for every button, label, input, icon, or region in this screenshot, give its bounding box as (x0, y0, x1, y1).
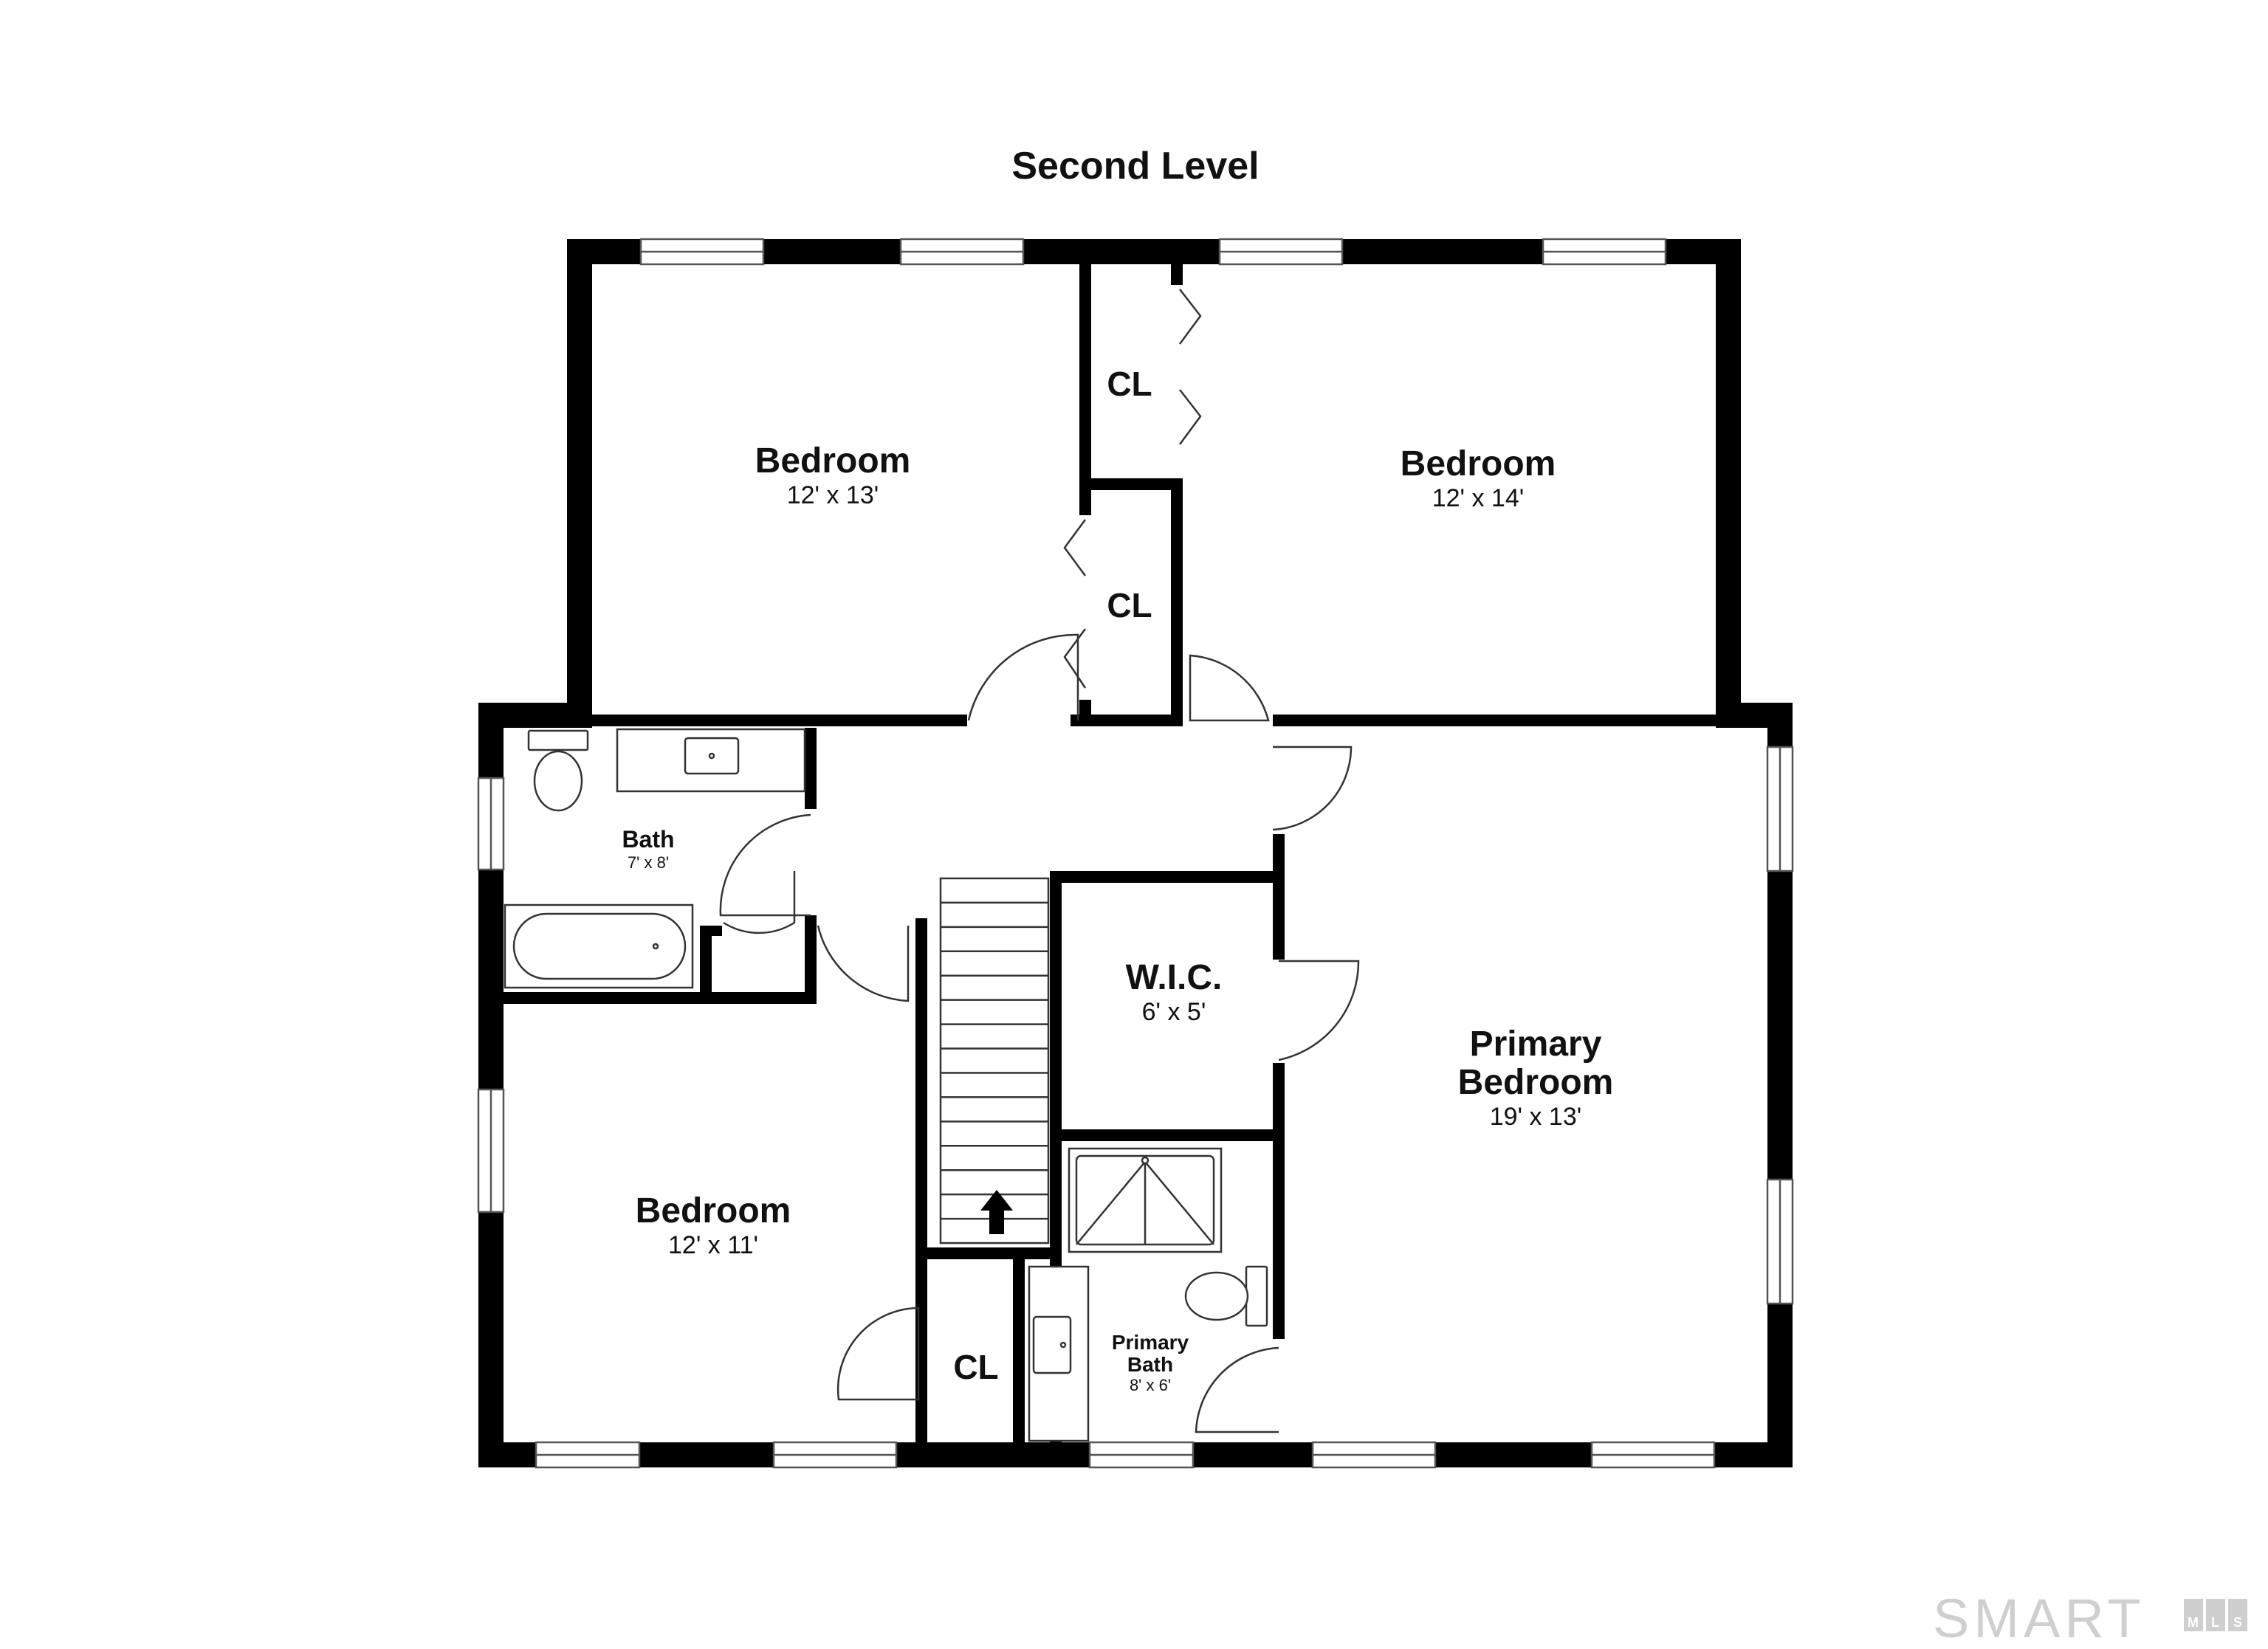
room-name-wic: W.I.C. (1126, 958, 1223, 997)
wall-stair-left (915, 918, 927, 1442)
toilet-bowl (1184, 1271, 1249, 1321)
toilet-tank (1245, 1265, 1268, 1327)
room-dims-primary-bedroom: 19' x 13' (1490, 1103, 1582, 1131)
wall-bath-right-lower (805, 915, 817, 1004)
window (1311, 1441, 1437, 1469)
closet-label-upper: CL (1107, 365, 1152, 403)
wall-pbath-right (1273, 1140, 1285, 1339)
window (477, 1088, 505, 1213)
windows (477, 238, 1794, 1469)
closet-label-lower: CL (953, 1348, 998, 1386)
door-swing (719, 813, 811, 917)
faucet (1059, 1341, 1067, 1349)
room-name-primary-bath-line1: Primary (1112, 1331, 1189, 1354)
sink (1032, 1315, 1072, 1374)
room-dims-bath: 7' x 8' (628, 853, 669, 872)
wall-wic-right (1273, 834, 1285, 960)
window (899, 238, 1025, 266)
wall-closet-left (1079, 264, 1091, 515)
wall-nw-bedroom-bottom (592, 715, 967, 726)
door-swing (967, 633, 1079, 721)
logo-letter-m: M (2188, 1615, 2199, 1630)
wall-closet-left-lower (1079, 700, 1091, 722)
wall-upper-left (567, 239, 592, 726)
wall-upper-right (1716, 239, 1741, 726)
window (639, 238, 765, 266)
logo-box (2184, 1599, 2203, 1631)
room-labels: Bedroom 12' x 13' Bedroom 12' x 14' CL C… (622, 365, 1613, 1394)
shower-drain (1141, 1156, 1150, 1165)
door-swing (723, 871, 796, 934)
room-name-primary-bedroom-line1: Primary (1470, 1025, 1602, 1064)
wall-wic-right-lower (1273, 1063, 1285, 1140)
wall-wic-top (1050, 871, 1285, 883)
wall-ne-bedroom-bottom (1273, 715, 1716, 726)
room-dims-wic: 6' x 5' (1142, 998, 1206, 1026)
door-swing (1189, 654, 1270, 722)
staircase (939, 877, 1050, 1245)
wall-bath-bottom (504, 992, 817, 1004)
bifold-door (1063, 628, 1087, 689)
logo-letter-l: L (2211, 1615, 2219, 1630)
fixtures (504, 728, 1268, 1442)
logo-text: SMART (1933, 1588, 2145, 1649)
plan-title: Second Level (1011, 145, 1259, 187)
wall-stair-bottom (915, 1247, 1050, 1259)
room-name-bedroom-ne: Bedroom (1401, 444, 1556, 483)
wall-bath-closet-left (700, 926, 712, 999)
window (772, 1441, 898, 1469)
room-name-primary-bedroom-line2: Bedroom (1458, 1063, 1614, 1102)
room-dims-primary-bath: 8' x 6' (1130, 1376, 1171, 1394)
wall-closet-right (1171, 264, 1183, 285)
stair-up-arrow (980, 1190, 1013, 1234)
door-swing (817, 925, 910, 1002)
toilet-tank (527, 729, 589, 751)
wall-closet-bottom (1071, 715, 1183, 726)
bifold-door (1178, 389, 1202, 445)
wall-bath-right (805, 728, 817, 809)
room-name-primary-bath-line2: Bath (1127, 1353, 1173, 1376)
wall-bath-closet-top (700, 926, 722, 936)
logo-box (2206, 1599, 2225, 1631)
window (535, 1441, 641, 1469)
room-name-bedroom-sw: Bedroom (636, 1191, 791, 1230)
window (477, 777, 505, 871)
room-dims-bedroom-sw: 12' x 11' (668, 1231, 758, 1259)
room-dims-bedroom-ne: 12' x 14' (1432, 484, 1525, 512)
faucet (708, 752, 715, 760)
door-swing (1272, 746, 1353, 831)
window (1766, 1178, 1794, 1305)
window (1218, 238, 1344, 266)
wall-wic-bottom (1050, 1129, 1285, 1141)
wall-closet-divider (1079, 478, 1183, 490)
bifold-door (1063, 519, 1087, 576)
window (1766, 746, 1794, 872)
window (1088, 1441, 1195, 1469)
bathtub-basin (512, 912, 687, 980)
doors (719, 289, 1360, 1433)
logo-letter-s: S (2233, 1615, 2242, 1630)
door-swing (1278, 960, 1360, 1061)
closet-label-middle: CL (1107, 586, 1152, 624)
door-swing (836, 1307, 920, 1401)
bifold-door (1178, 289, 1202, 345)
wall-hall-closet-right (1013, 1247, 1025, 1442)
smart-mls-logo: SMART M L S (1933, 1588, 2247, 1649)
toilet-bowl (533, 750, 583, 812)
wall-closet-right-lower (1171, 478, 1183, 722)
window (1590, 1441, 1716, 1469)
room-name-bedroom-nw: Bedroom (755, 441, 911, 481)
tub-drain (652, 943, 659, 950)
walls (478, 239, 1793, 1467)
room-dims-bedroom-nw: 12' x 13' (787, 481, 879, 509)
room-name-bath: Bath (622, 826, 674, 853)
door-swing (1195, 1346, 1279, 1433)
window (1542, 238, 1667, 266)
logo-box (2228, 1599, 2247, 1631)
